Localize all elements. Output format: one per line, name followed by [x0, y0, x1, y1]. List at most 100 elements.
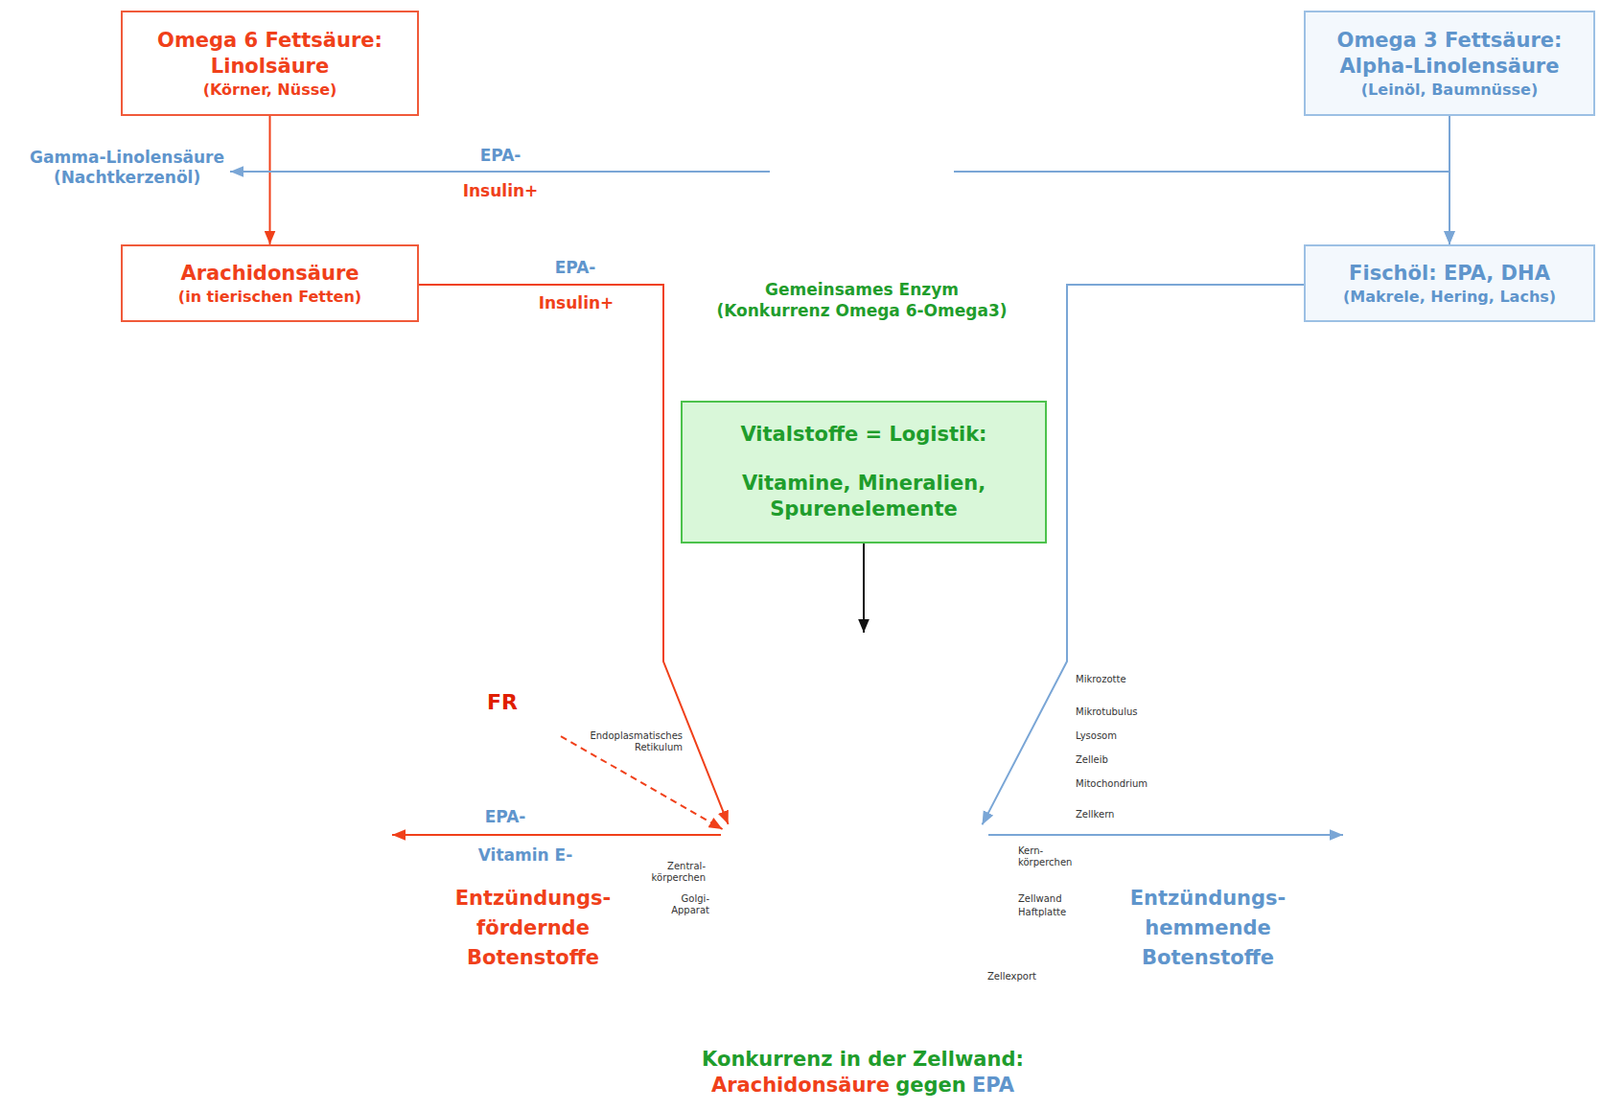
line-part: [771, 685, 777, 709]
path-part: [231, 728, 261, 854]
pig-picture: [145, 343, 405, 517]
line-part: [891, 653, 894, 678]
circle-part: [235, 698, 239, 702]
use-part: [1458, 347, 1554, 393]
ellipse-part: [774, 937, 817, 970]
line-part: [787, 673, 791, 697]
use-part: [1344, 477, 1410, 498]
ellipse-part: [1352, 728, 1449, 806]
circle-part: [761, 866, 773, 879]
part-label: Zentral- körperchen: [638, 860, 706, 884]
ellipse-part: [1391, 809, 1458, 856]
ellipse-part: [780, 820, 802, 858]
circle-part: [721, 824, 743, 846]
polygon-part: [444, 669, 560, 737]
part-label: Mikrotubulus: [1075, 706, 1182, 719]
image-caption: Gemeinsames Enzym (Konkurrenz Omega 6-Om…: [711, 278, 1013, 322]
line-part: [833, 653, 835, 678]
line-part: [949, 685, 955, 709]
line-part: [956, 784, 1071, 798]
path-part: [766, 767, 844, 786]
ellipse-part: [1454, 672, 1501, 738]
ellipse-part: [780, 729, 827, 763]
line-part: [989, 912, 1014, 914]
rect-part: [1371, 977, 1478, 988]
firefighter-node: Entzündungs- hemmende Botenstoffe: [1343, 661, 1575, 1010]
rect-part: [769, 79, 954, 264]
circle-part: [274, 684, 278, 688]
ellipse-part: [279, 442, 286, 451]
edge-note: Insulin+: [538, 293, 615, 313]
image-caption: Entzündungs- hemmende Botenstoffe: [1116, 883, 1299, 974]
part-label: Zellkern: [1075, 809, 1182, 821]
box-heading: Vitalstoffe = Logistik:: [740, 421, 987, 448]
g-part: [803, 113, 924, 233]
path-part: [255, 824, 322, 967]
starburst-text: FR: [486, 690, 518, 716]
g-part: [738, 649, 988, 740]
path-part: [762, 787, 839, 805]
circle-part: [966, 904, 980, 918]
connector-arrow: [269, 115, 272, 245]
path-part: [742, 894, 791, 902]
polyline-part: [794, 215, 931, 237]
path-part: [292, 364, 337, 403]
rect-part: [1343, 661, 1575, 1010]
node-heading: Gamma-Linolensäure: [29, 147, 225, 168]
path-part: [232, 718, 344, 978]
fire-node: Entzündungs- fördernde Botenstoffe: [160, 661, 393, 1012]
line-part: [713, 904, 787, 913]
polyline-part: [803, 117, 833, 233]
ellipse-part: [231, 387, 321, 468]
enzyme-node: Gemeinsames Enzym (Konkurrenz Omega 6-Om…: [769, 79, 954, 264]
caption-block: Konkurrenz in der Zellwand:Arachidonsäur…: [632, 1046, 1093, 1099]
ellipse-part: [285, 472, 315, 488]
rect-part: [160, 343, 392, 517]
line-part: [160, 486, 392, 489]
path-part: [215, 364, 260, 403]
polyline-part: [863, 103, 883, 243]
rect-part: [1475, 912, 1518, 919]
fatty-acid-box: Fischöl: EPA, DHA(Makrele, Hering, Lachs…: [1303, 244, 1596, 323]
g-part: [774, 729, 973, 973]
circle-part: [829, 827, 916, 914]
path-part: [748, 917, 797, 925]
box-subtitle: (Makrele, Hering, Lachs): [1343, 286, 1556, 307]
g-part: [1344, 347, 1577, 499]
firefighter-picture: [1343, 661, 1575, 1010]
g-part: [686, 661, 1071, 980]
ellipse-part: [1465, 690, 1489, 729]
line-part: [738, 717, 748, 740]
connector-arrow: [862, 543, 865, 633]
edge-label: EPA-: [480, 145, 522, 165]
circle-part: [857, 853, 897, 892]
part-label: Haftplatte: [1018, 906, 1105, 919]
connector-arrow: [982, 284, 1305, 825]
path-part: [1359, 377, 1437, 384]
g-part: [1359, 362, 1532, 447]
circle-part: [215, 717, 220, 721]
box-heading: Omega 6 Fettsäure: Linolsäure: [130, 27, 410, 80]
g-part: [788, 103, 939, 248]
fatty-acid-box: Arachidonsäure(in tierischen Fetten): [120, 244, 419, 323]
part-label: Mitochondrium: [1075, 778, 1182, 790]
circle-part: [896, 984, 906, 995]
line-part: [709, 872, 777, 878]
line-part: [977, 717, 988, 740]
part-label: Lysosom: [1075, 730, 1182, 743]
path-part: [1464, 362, 1532, 373]
polyline-part: [808, 183, 933, 205]
edge-label: EPA-: [485, 807, 527, 827]
part-label: Zelleib: [1075, 754, 1182, 766]
image-caption: Entzündungs- fördernde Botenstoffe: [441, 883, 625, 974]
line-part: [818, 658, 820, 682]
box-subtitle: (in tierischen Fetten): [178, 286, 362, 307]
caption-line: ArachidonsäuregegenEPA: [632, 1072, 1093, 1099]
path-part: [230, 448, 324, 497]
ellipse-part: [908, 945, 951, 973]
ellipse-part: [827, 707, 851, 721]
line-part: [802, 665, 806, 689]
connector-arrow: [1448, 115, 1451, 245]
